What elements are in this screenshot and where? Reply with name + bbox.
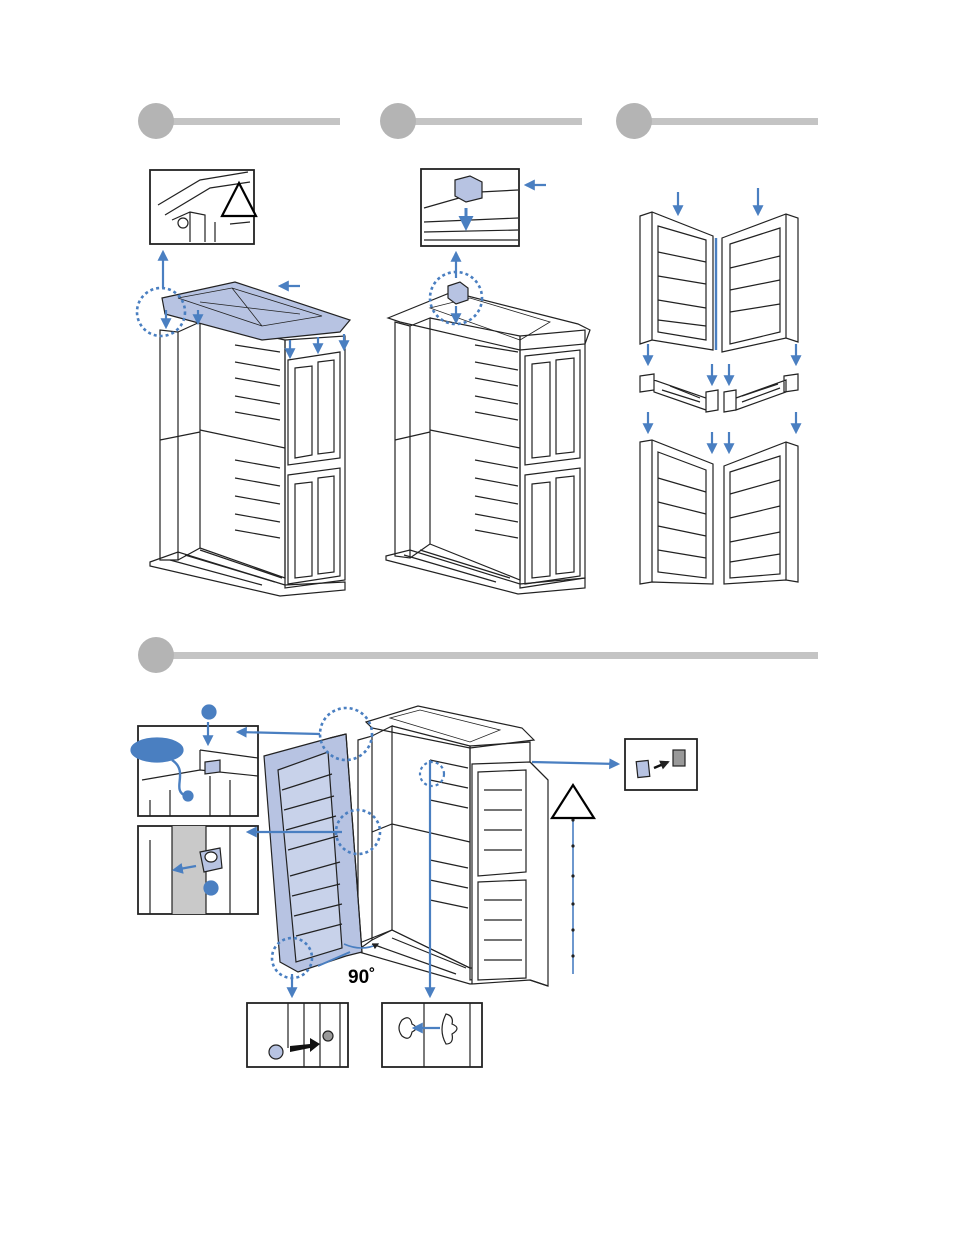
step-marker-icon [202,705,216,719]
step-d-illustration: 90˚ [131,705,697,1067]
step-d-rule [160,652,818,659]
door-panel-bottom-right [724,442,798,584]
arrow-icon [532,762,618,764]
rotation-angle-label: 90˚ [348,967,375,988]
step-b-rule [402,118,582,125]
step-badge-icon [380,103,416,139]
step-c-header [616,103,818,139]
step-a-rule [160,118,340,125]
step-a-illustration [137,170,350,596]
step-badge-icon [138,637,174,673]
door-panel-top-right [722,214,798,352]
step-c-illustration [640,188,798,584]
step-marker-icon [204,881,218,895]
keyhole-detail-callout [382,1003,482,1067]
step-d-header [138,637,818,673]
step-c-rule [640,118,818,125]
detail-callout-bubble [131,738,183,762]
door-hinge-bracket-right [724,374,798,412]
door-hinge-bracket-left [640,374,718,412]
step-badge-icon [616,103,652,139]
door-panel-top-left [640,212,716,350]
step-a-header [138,103,340,139]
door-panel-bottom-left [640,440,713,584]
roof-panel [162,282,350,340]
step-badge-icon [138,103,174,139]
step-b-header [380,103,582,139]
step-b-illustration [386,169,590,594]
warning-triangle-icon [552,785,594,818]
